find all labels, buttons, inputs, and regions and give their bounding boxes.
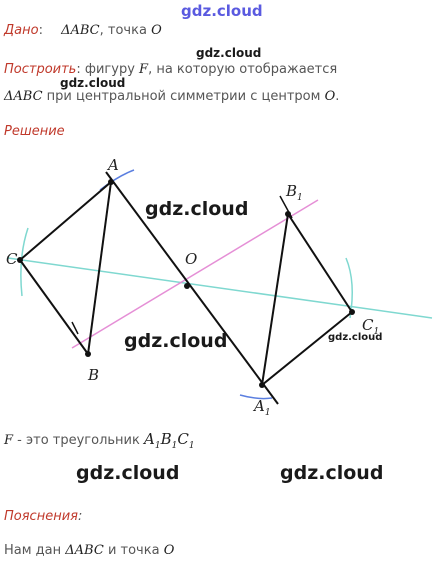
point-c: [17, 257, 23, 263]
side-ab: [87, 181, 112, 355]
point-b: [85, 351, 91, 357]
arc-a1: [239, 394, 273, 400]
given-triangle: ΔABC: [61, 23, 100, 38]
given-line-2: Нам дан ΔABC и точка O: [4, 543, 175, 558]
side-a1c1: [261, 311, 353, 386]
watermark: gdz.cloud: [280, 462, 384, 484]
watermark: gdz.cloud: [60, 76, 126, 90]
side-b1a1: [261, 213, 289, 386]
result-line: F - это треугольник A1B1C1: [4, 430, 195, 451]
watermark: gdz.cloud: [196, 46, 262, 60]
label-b: B: [88, 366, 100, 384]
label-a: A: [108, 156, 119, 174]
point-a1: [259, 382, 265, 388]
line-c-c1: [7, 257, 433, 319]
point-b1: [285, 211, 291, 217]
watermark: gdz.cloud: [145, 198, 249, 220]
watermark-top: gdz.cloud: [181, 2, 263, 20]
line-a-a1: [105, 171, 279, 405]
point-o: [184, 283, 190, 289]
label-o: O: [185, 250, 198, 268]
construct-triangle: ΔABC: [4, 89, 43, 104]
construct-center: O: [324, 89, 336, 104]
given-line: Дано: ΔABC, точка O: [4, 23, 162, 38]
point-a: [108, 179, 114, 185]
construct-label: Построить: [4, 62, 77, 77]
tail-b: [71, 321, 79, 335]
construct-line-1: Построить: фигуру F, на которую отобража…: [4, 62, 338, 77]
figure-f: F: [139, 62, 149, 77]
solution-heading: Решение: [4, 124, 65, 139]
label-c1: C1: [362, 316, 380, 337]
result-triangle: A1B1C1: [144, 430, 195, 451]
line-b-b1: [71, 199, 319, 349]
side-b1c1: [287, 213, 353, 313]
given-point: O: [151, 23, 162, 38]
watermark: gdz.cloud: [124, 330, 228, 352]
explanation-heading: Пояснения:: [4, 509, 83, 524]
label-c: C: [6, 250, 18, 268]
point-c1: [349, 309, 355, 315]
result-figure: F: [4, 433, 14, 448]
side-ac: [19, 181, 112, 261]
given2-point: O: [163, 543, 175, 558]
label-b1: B1: [286, 182, 303, 203]
side-cb: [19, 259, 89, 355]
given-label: Дано: [4, 23, 39, 38]
construct-line-2: ΔABC при центральной симметрии с центром…: [4, 89, 340, 104]
symmetry-diagram: [7, 169, 433, 405]
label-a1: A1: [254, 397, 271, 418]
watermark: gdz.cloud: [328, 332, 383, 343]
watermark: gdz.cloud: [76, 462, 180, 484]
given2-triangle: ΔABC: [65, 543, 104, 558]
